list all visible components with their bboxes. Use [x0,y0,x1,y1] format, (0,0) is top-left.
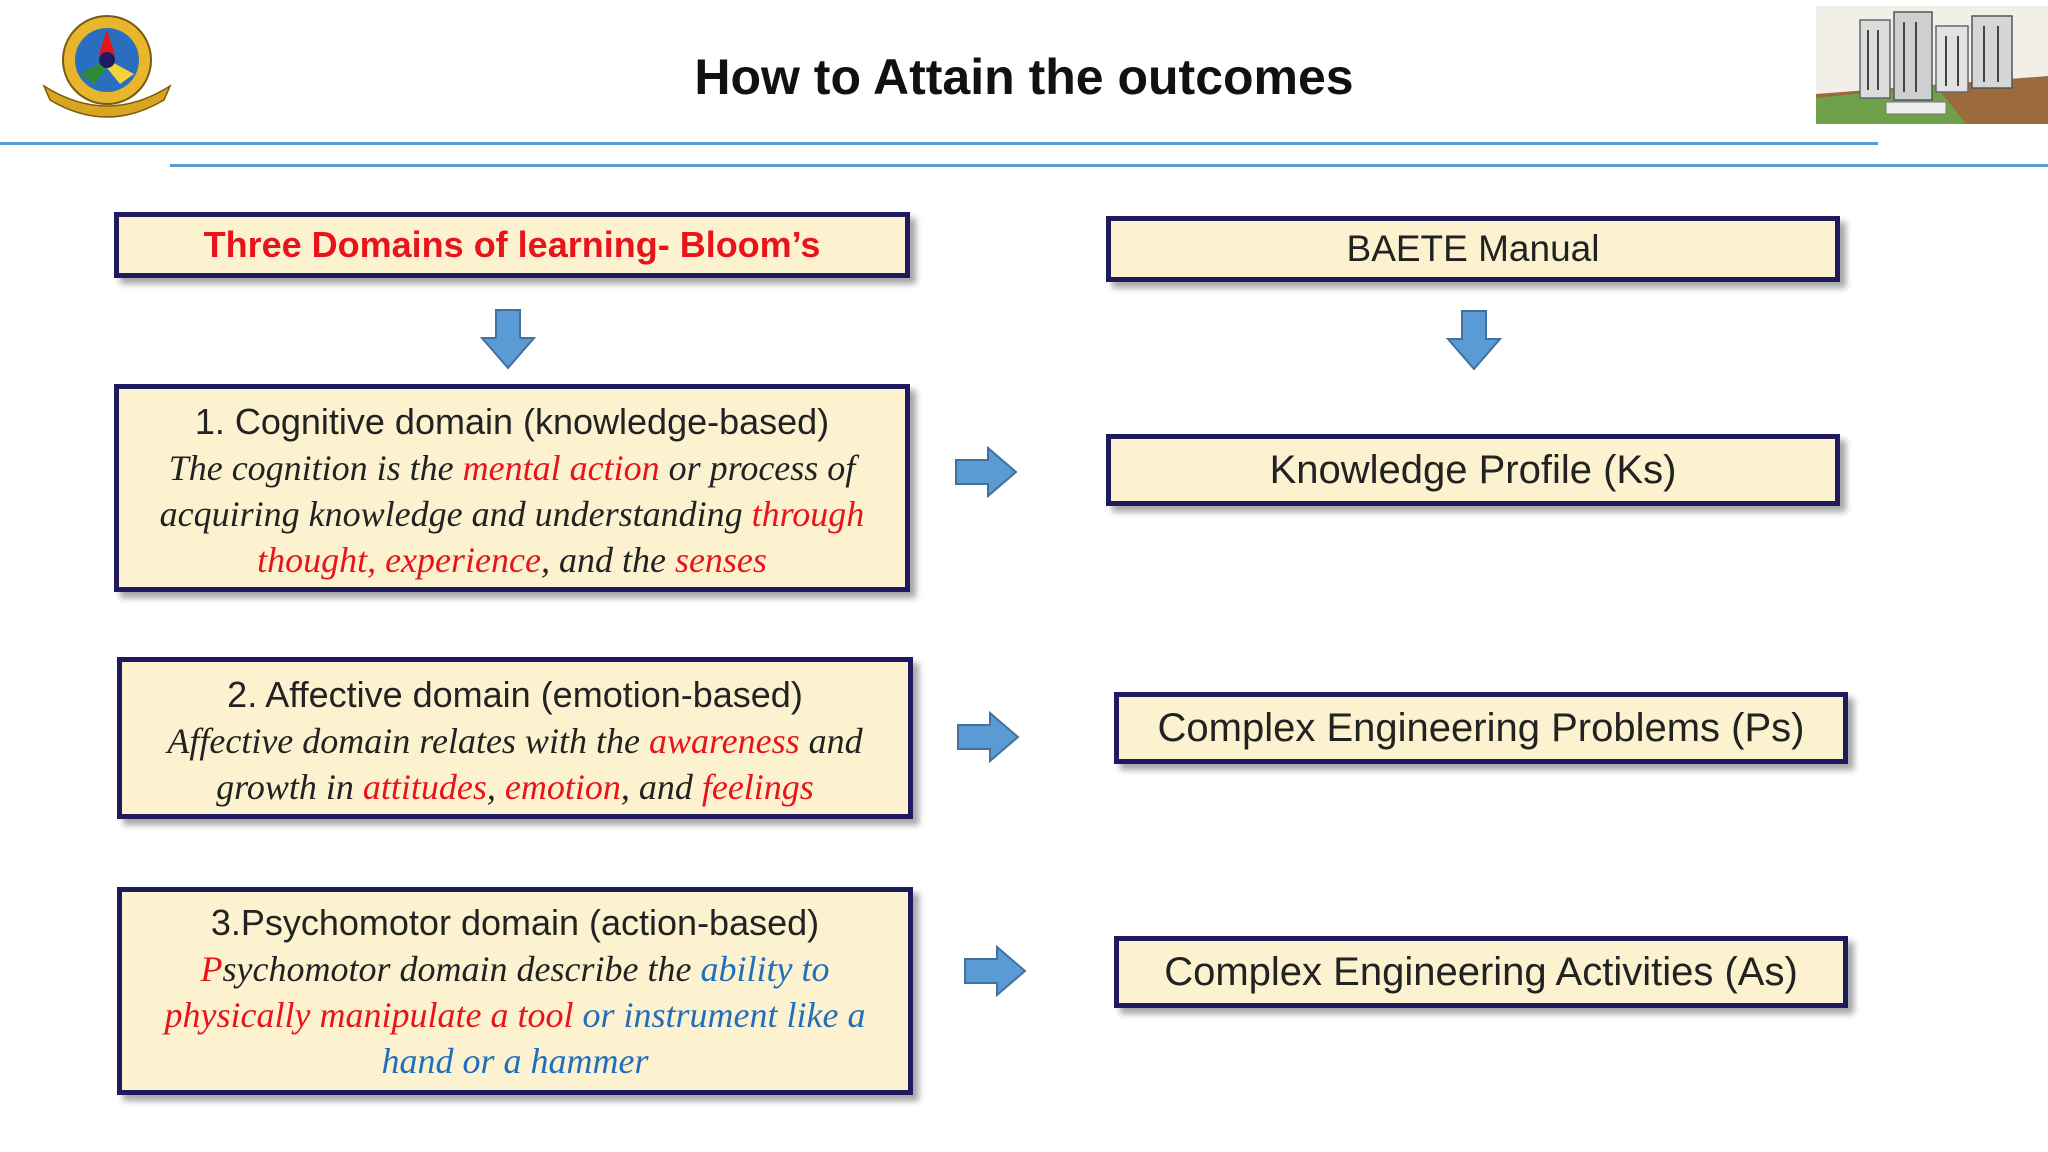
knowledge-profile-box: Knowledge Profile (Ks) [1106,434,1840,506]
psychomotor-desc-line-2: physically manipulate a tool or instrume… [164,995,866,1035]
down-arrow-icon [480,309,536,370]
right-arrow-icon [964,945,1027,997]
institute-logo [42,15,172,118]
blooms-domains-header: Three Domains of learning- Bloom’s [203,224,821,265]
affective-domain-box: 2. Affective domain (emotion-based) Affe… [117,657,913,819]
psychomotor-domain-heading: 3.Psychomotor domain (action-based) [210,902,820,943]
affective-desc-line-1: Affective domain relates with the awaren… [167,721,863,761]
down-arrow-icon [1446,310,1502,371]
cognitive-domain-box: 1. Cognitive domain (knowledge-based) Th… [114,384,910,592]
affective-domain-heading: 2. Affective domain (emotion-based) [227,674,803,715]
cognitive-desc-line-3: thought, experience, and the senses [257,540,767,580]
slide-title: How to Attain the outcomes [694,49,1354,105]
header-rule-bottom [170,164,2048,167]
right-arrow-icon [955,446,1018,498]
baete-manual-header: BAETE Manual [1346,228,1600,269]
psychomotor-desc-line-1: Psychomotor domain describe the ability … [200,949,830,989]
psychomotor-domain-box: 3.Psychomotor domain (action-based) Psyc… [117,887,913,1095]
cognitive-desc-line-1: The cognition is the mental action or pr… [168,448,856,488]
complex-activities-label: Complex Engineering Activities (As) [1164,949,1798,994]
header-rule-top [0,142,1878,145]
cognitive-desc-line-2: acquiring knowledge and understanding th… [159,494,865,534]
complex-problems-box: Complex Engineering Problems (Ps) [1114,692,1848,764]
right-arrow-icon [957,711,1020,763]
psychomotor-desc-line-3: hand or a hammer [381,1041,649,1081]
baete-manual-header-box: BAETE Manual [1106,216,1840,282]
affective-desc-line-2: growth in attitudes, emotion, and feelin… [216,767,814,807]
blooms-domains-header-box: Three Domains of learning- Bloom’s [114,212,910,278]
complex-activities-box: Complex Engineering Activities (As) [1114,936,1848,1008]
knowledge-profile-label: Knowledge Profile (Ks) [1269,447,1677,492]
complex-problems-label: Complex Engineering Problems (Ps) [1157,705,1805,750]
cognitive-domain-heading: 1. Cognitive domain (knowledge-based) [194,401,830,442]
building-image [1816,6,2048,124]
